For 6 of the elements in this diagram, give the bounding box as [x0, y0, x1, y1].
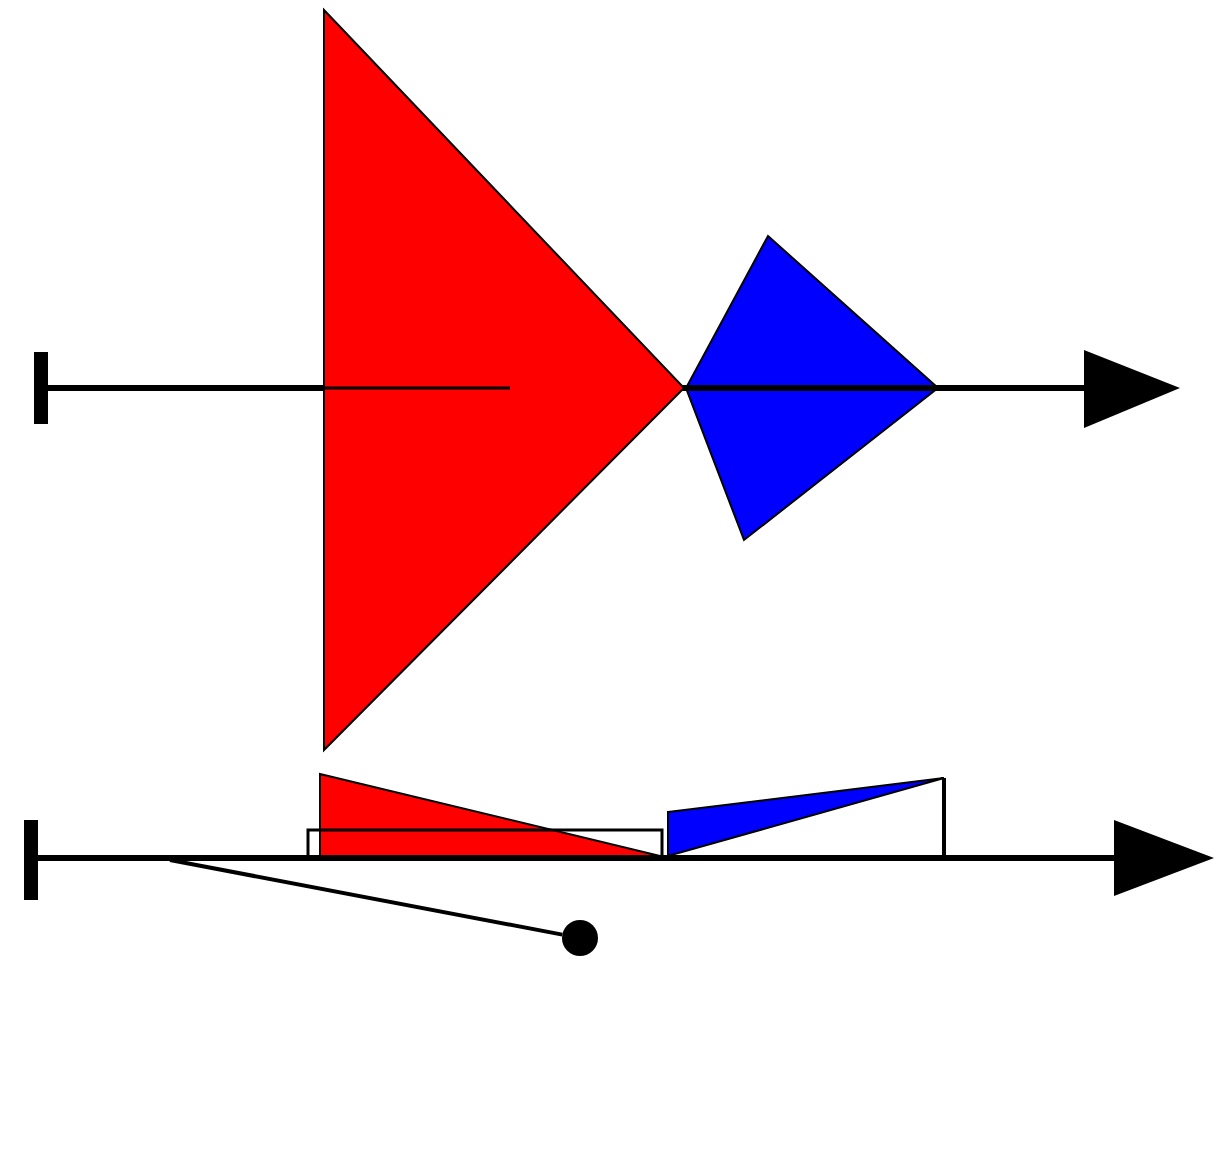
triangle-shape [667, 777, 945, 858]
triangle-shape [319, 772, 661, 857]
connector-line [169, 858, 563, 937]
dot [562, 920, 598, 956]
kite-shape [684, 234, 940, 542]
triangle-shape [323, 7, 686, 753]
